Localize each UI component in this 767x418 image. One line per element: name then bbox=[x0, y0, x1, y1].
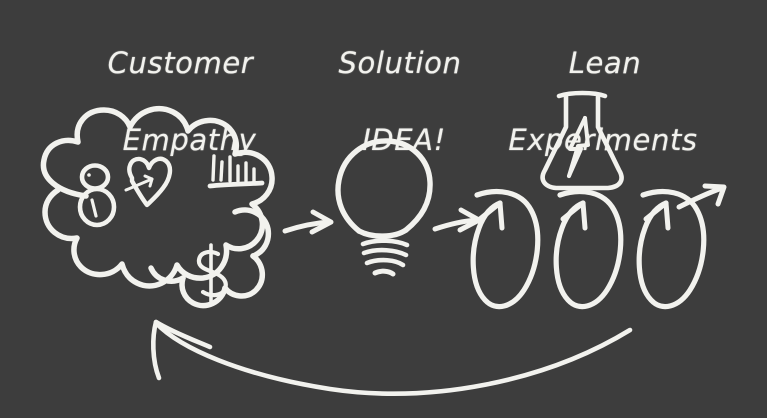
heading-customer-empathy-line1: Customer bbox=[107, 46, 254, 81]
lightning-bolt-icon bbox=[567, 116, 590, 178]
person-icon bbox=[77, 163, 117, 228]
flask-icon bbox=[540, 90, 624, 191]
arrow-up-right-icon bbox=[676, 183, 727, 210]
lightbulb-icon bbox=[335, 138, 433, 277]
heading-solution-idea-line1: Solution bbox=[338, 46, 462, 81]
heading-solution-idea: Solution IDEA! bbox=[305, 6, 495, 197]
thought-cloud-icon bbox=[40, 105, 275, 309]
bar-chart-icon bbox=[207, 154, 265, 189]
arrow-right-icon-1 bbox=[282, 209, 334, 235]
heading-lean-experiments-line1: Lean bbox=[568, 46, 642, 81]
dollar-sign-icon bbox=[196, 243, 228, 304]
iteration-loops-icon bbox=[470, 188, 707, 310]
feedback-loop-arrow-icon bbox=[151, 319, 633, 396]
arrow-right-icon-2 bbox=[432, 207, 482, 233]
heart-with-arrow-icon bbox=[124, 156, 173, 208]
